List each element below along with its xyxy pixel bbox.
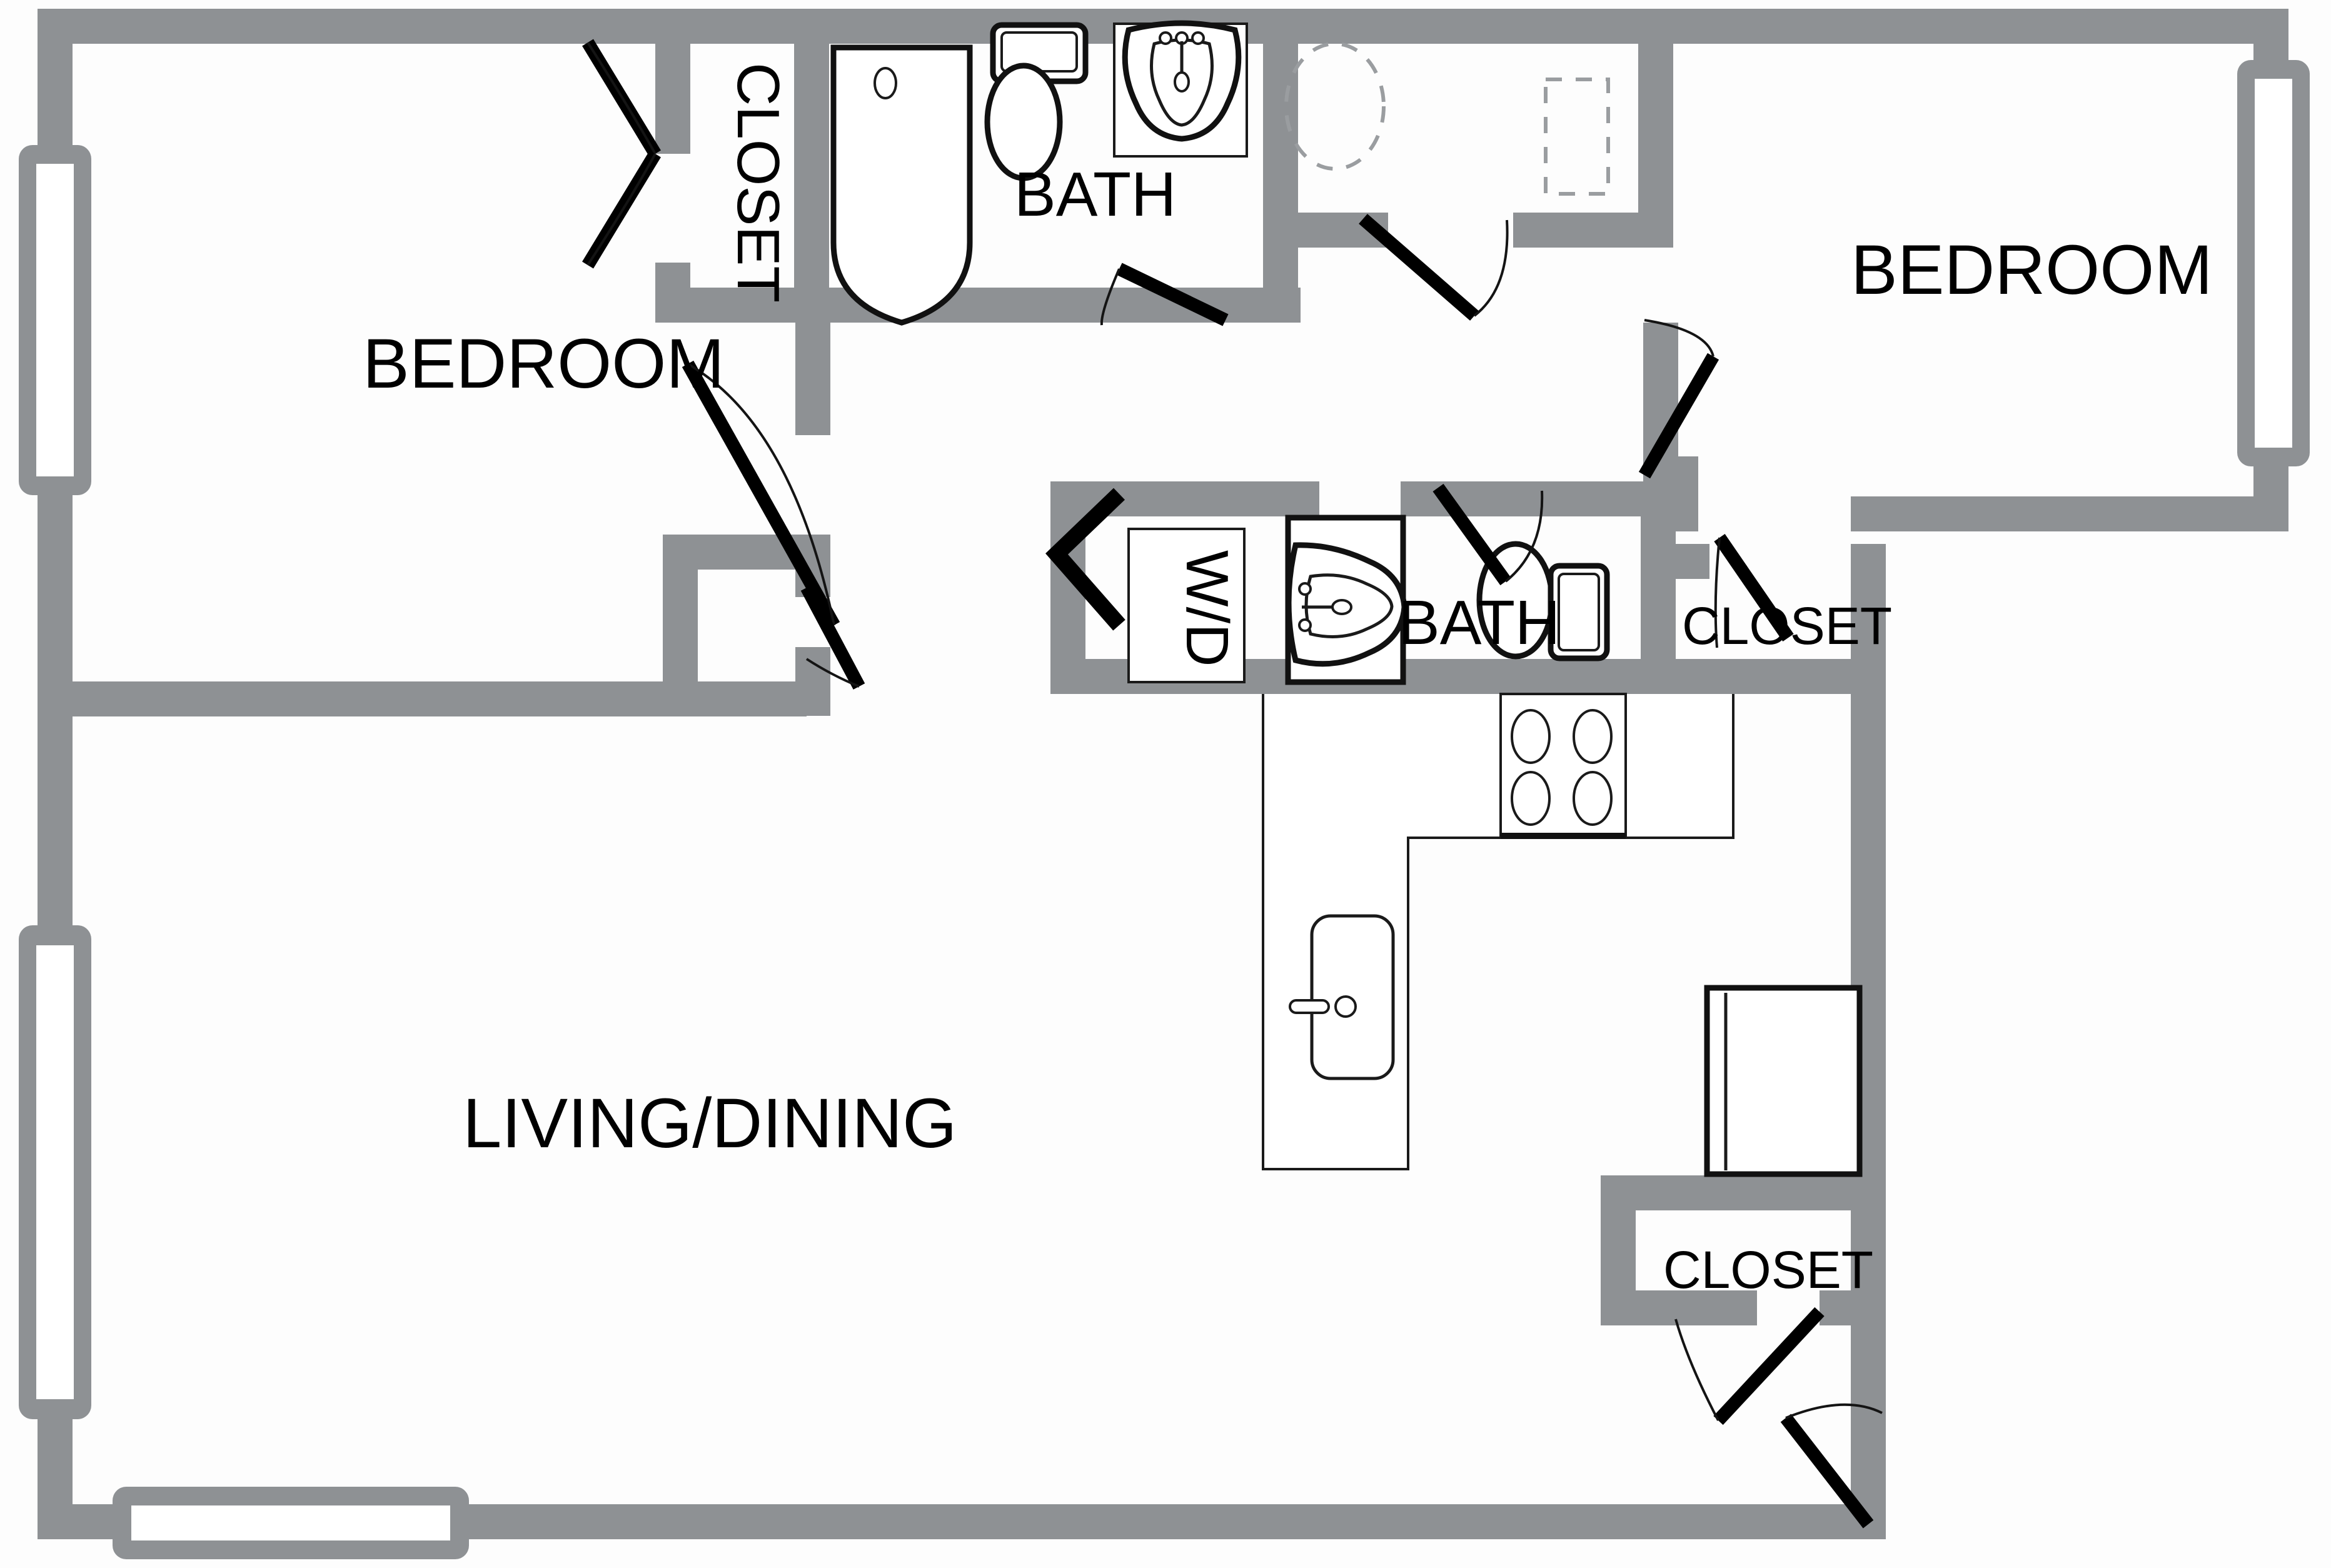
wall-foyer-bottom-right — [1513, 213, 1673, 248]
wall-closet-bottom-top — [1601, 1175, 1886, 1210]
label-closet-bottom: CLOSET — [1663, 1240, 1873, 1299]
overhead-shelf-dashed-rect — [1544, 78, 1610, 196]
door-entry — [1780, 1403, 1883, 1529]
wall-exterior-left-upper — [38, 9, 73, 153]
label-bedroom-right: BEDROOM — [1851, 231, 2213, 309]
door-closet-top-a — [582, 39, 661, 158]
wall-bedroom-left-right — [655, 9, 690, 154]
wall-closet-bottom-jamb — [1820, 1290, 1886, 1325]
range-cooktop-fixture — [1499, 693, 1627, 839]
door-laundry-bifold — [1045, 488, 1125, 631]
wall-bath-top-divider — [794, 9, 829, 321]
label-bath-middle: BATH — [1398, 588, 1560, 658]
label-living-dining: LIVING/DINING — [463, 1084, 957, 1162]
refrigerator-fixture — [1704, 985, 1863, 1177]
window-left-upper — [19, 145, 91, 495]
wall-closet-bottom-right — [1851, 1175, 1886, 1357]
door-bedroom-left — [682, 360, 840, 629]
washer-dryer-box — [1127, 528, 1246, 683]
window-bottom — [113, 1487, 469, 1559]
wall-exterior-bottom — [463, 1504, 1870, 1539]
toilet-top-fixture — [984, 22, 1089, 181]
fixtures-layer — [830, 20, 1863, 1177]
window-left-lower — [19, 925, 91, 1419]
wall-bedroom-left-bottom — [38, 681, 807, 716]
wall-bath-mid-divider — [1641, 544, 1709, 579]
labels-layer: BEDROOM BEDROOM LIVING/DINING BATH BATH … — [363, 63, 2213, 1299]
wall-foyer-left — [1263, 9, 1298, 321]
label-closet-top: CLOSET — [725, 63, 792, 303]
door-alcove-left — [800, 585, 865, 690]
wall-bedroom-right-bottom — [1851, 496, 2288, 531]
wall-foyer-right — [1638, 9, 1673, 215]
wall-closet-bottom-bottom — [1601, 1290, 1757, 1325]
door-closet-bottom — [1674, 1307, 1825, 1425]
wall-alcove-right2 — [795, 647, 830, 716]
wall-bedroom-left-right3 — [795, 323, 830, 435]
bathtub-fixture — [830, 44, 973, 326]
wall-bedroom-left-right2 — [655, 263, 690, 323]
vanity-sink-top-fixture — [1113, 20, 1248, 158]
vanity-sink-middle-fixture — [1285, 515, 1407, 685]
windows-layer — [19, 60, 2310, 1559]
ceiling-fixture-dashed-oval — [1284, 42, 1386, 171]
window-right — [2237, 60, 2310, 466]
doors-layer — [582, 39, 1883, 1529]
door-bath-top — [1100, 263, 1229, 326]
door-closet-middle — [1714, 534, 1794, 648]
label-bath-top: BATH — [1014, 159, 1176, 229]
kitchen-sink-fixture — [1289, 914, 1395, 1080]
door-closet-top-b — [582, 150, 661, 269]
wall-bath-mid-right — [1641, 481, 1676, 694]
door-hall-foyer — [1359, 214, 1509, 321]
door-bath-middle — [1432, 483, 1544, 586]
door-bedroom-right — [1638, 319, 1719, 479]
wall-bath-top-bottom-right — [1213, 288, 1301, 323]
label-bedroom-left: BEDROOM — [363, 324, 725, 403]
label-laundry-wd: W/D — [1174, 550, 1241, 667]
label-closet-middle: CLOSET — [1682, 596, 1892, 655]
